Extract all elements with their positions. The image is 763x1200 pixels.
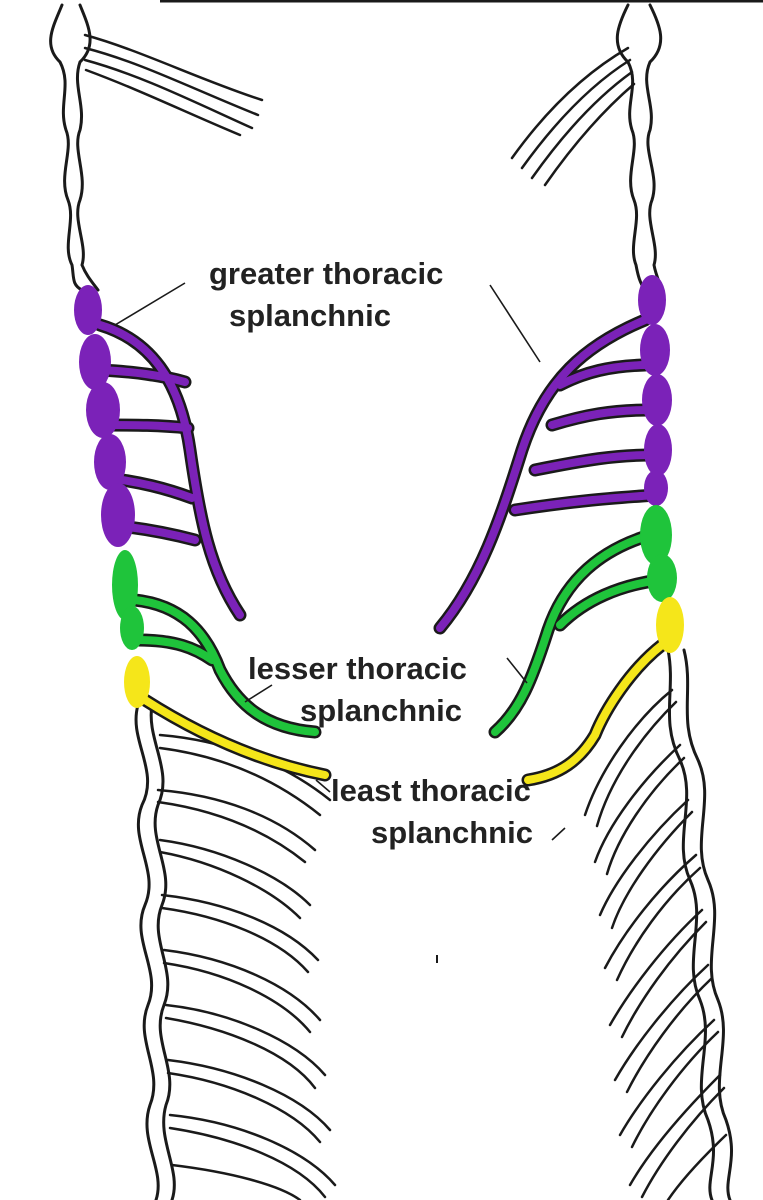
lesser-thoracic-label-line1: lesser thoracic xyxy=(248,651,467,686)
left-lower-rami xyxy=(156,733,337,1200)
right-sympathetic-trunk xyxy=(615,3,734,1200)
left-least-splanchnic xyxy=(124,656,332,782)
leader-lines xyxy=(114,282,566,841)
leader-lesser-right xyxy=(506,657,528,684)
lesser-thoracic-label-line2: splanchnic xyxy=(300,693,462,728)
leader-least-right xyxy=(551,827,566,841)
right-least-splanchnic xyxy=(521,597,684,787)
least-thoracic-label-line1: least thoracic xyxy=(331,773,531,808)
left-greater-splanchnic xyxy=(74,285,247,622)
leader-greater-right xyxy=(489,284,541,363)
leader-lesser-left xyxy=(244,684,273,703)
left-lesser-splanchnic xyxy=(112,550,322,739)
leader-least-left xyxy=(315,779,331,793)
right-upper-rami xyxy=(510,46,636,187)
greater-thoracic-label-line2: splanchnic xyxy=(229,298,391,333)
least-thoracic-label-line2: splanchnic xyxy=(371,815,533,850)
greater-thoracic-label-line1: greater thoracic xyxy=(209,256,444,291)
leader-greater-left xyxy=(114,282,186,326)
right-greater-splanchnic xyxy=(433,275,672,635)
right-lower-rami xyxy=(583,688,728,1200)
left-sympathetic-trunk xyxy=(49,3,176,1200)
right-lesser-splanchnic xyxy=(488,505,677,739)
left-upper-rami xyxy=(83,33,264,137)
